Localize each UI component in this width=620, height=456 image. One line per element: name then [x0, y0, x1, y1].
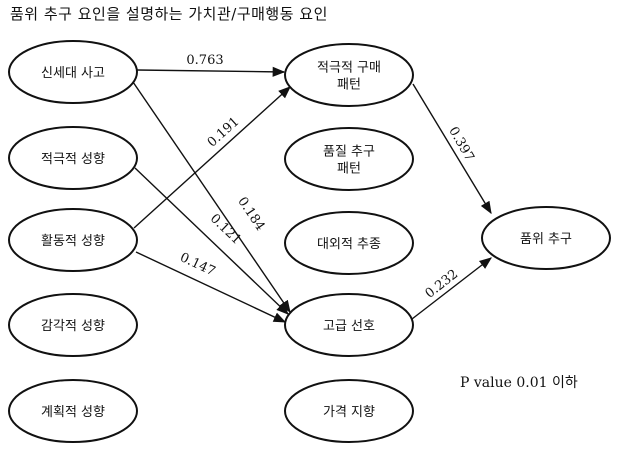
node-label: 신세대 사고	[41, 66, 105, 81]
node-n3: 활동적 성향	[8, 208, 138, 272]
node-m4: 고급 선호	[284, 293, 414, 357]
edge-arrow-n2-m4	[134, 167, 289, 315]
page-title: 품위 추구 요인을 설명하는 가치관/구매행동 요인	[10, 5, 328, 23]
node-ellipse	[8, 40, 138, 104]
node-label: 적극적 구매	[317, 61, 381, 76]
node-label: 적극적 성향	[41, 152, 105, 167]
node-m5: 가격 지향	[284, 379, 414, 443]
edge-arrow-n3-m4	[135, 251, 287, 323]
node-label: 계획적 성향	[41, 405, 105, 420]
edge-arrow-m1-t1	[412, 83, 492, 215]
node-t1: 품위 추구	[481, 206, 611, 270]
node-ellipse	[481, 206, 611, 270]
node-n4: 감각적 성향	[8, 293, 138, 357]
node-n5: 계획적 성향	[8, 379, 138, 443]
node-label: 품위 추구	[520, 232, 572, 247]
node-label: 패턴	[337, 78, 361, 93]
node-ellipse	[284, 379, 414, 443]
p-value-note: P value 0.01 이하	[460, 375, 578, 391]
node-label: 가격 지향	[323, 405, 375, 420]
node-label: 감각적 성향	[41, 319, 105, 334]
node-ellipse	[8, 208, 138, 272]
edge-arrow-n3-m1	[133, 86, 291, 229]
node-n1: 신세대 사고	[8, 40, 138, 104]
edge-coefficient-label: 0.147	[177, 250, 217, 279]
node-ellipse	[8, 379, 138, 443]
node-label: 대외적 추종	[317, 237, 381, 252]
edge-coefficient-label: 0.191	[205, 114, 243, 150]
node-label: 고급 선호	[323, 319, 375, 334]
node-label: 품질 추구	[323, 145, 375, 160]
edge-coefficient-label: 0.763	[186, 53, 223, 68]
node-ellipse	[8, 293, 138, 357]
node-ellipse	[284, 293, 414, 357]
edge-arrow-n1-m1	[136, 66, 286, 77]
node-ellipse	[284, 127, 414, 191]
node-ellipse	[284, 43, 414, 107]
node-ellipse	[8, 126, 138, 190]
edge-arrow-n1-m4	[132, 81, 291, 314]
node-m3: 대외적 추종	[284, 211, 414, 275]
node-n2: 적극적 성향	[8, 126, 138, 190]
node-ellipse	[284, 211, 414, 275]
edge-coefficient-label: 0.184	[234, 194, 267, 233]
node-label: 활동적 성향	[41, 234, 105, 249]
node-label: 패턴	[337, 162, 361, 177]
edge-arrow-m4-t1	[411, 257, 492, 320]
